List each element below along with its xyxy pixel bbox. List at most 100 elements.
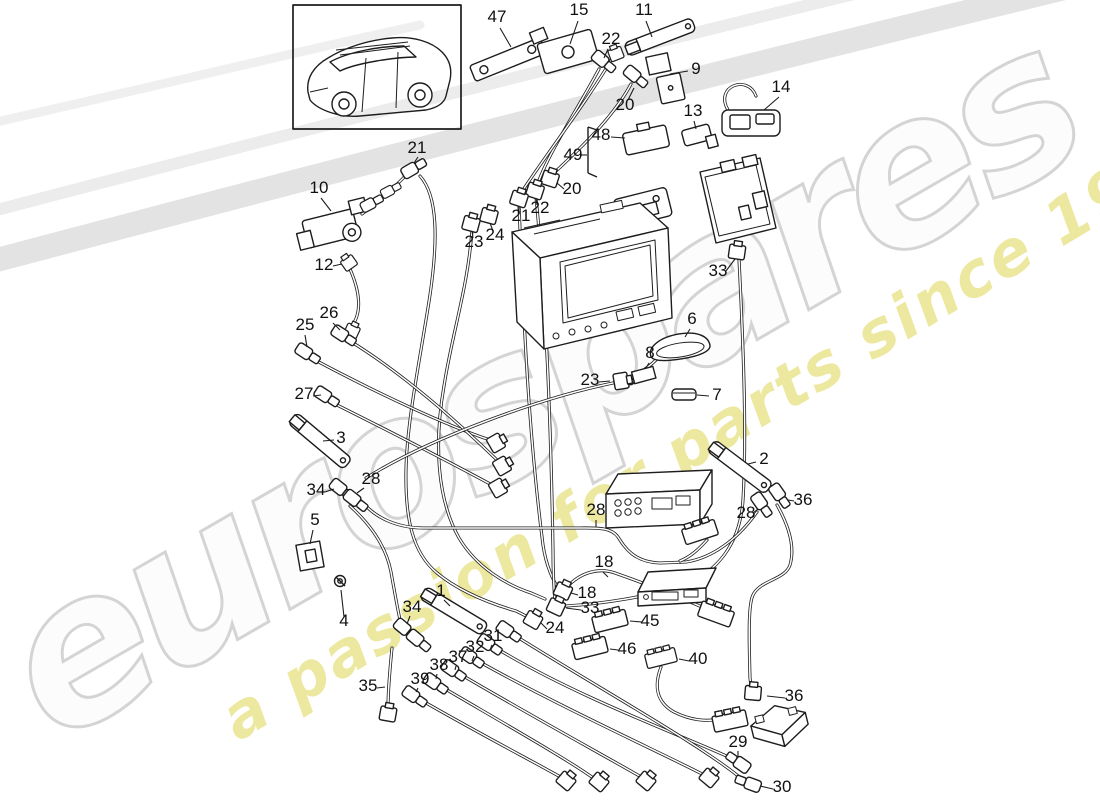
part-40-connector	[642, 643, 679, 670]
callout-leader-8	[645, 362, 650, 369]
callout-label-12: 12	[315, 255, 334, 274]
callout-leader-23	[598, 380, 611, 383]
part-48-module	[622, 121, 670, 156]
callout-leader-39	[415, 687, 419, 693]
callout-leader-22	[535, 197, 538, 206]
connector-36-bottom	[743, 680, 763, 702]
callout-leader-30	[759, 785, 774, 790]
callout-leader-14	[763, 96, 780, 111]
callout-leader-1	[443, 599, 451, 607]
callout-label-6: 6	[687, 309, 696, 328]
callout-label-34: 34	[307, 480, 326, 499]
callout-label-14: 14	[772, 77, 791, 96]
callout-label-47: 47	[488, 7, 507, 26]
part-15-plate	[536, 28, 600, 75]
part-9-bracket	[645, 52, 686, 105]
callout-label-32: 32	[466, 637, 485, 656]
callout-leader-37	[454, 665, 457, 671]
callout-label-18: 18	[578, 583, 597, 602]
callout-label-7: 7	[712, 385, 721, 404]
callout-label-37: 37	[449, 647, 468, 666]
callout-leader-28	[356, 487, 365, 494]
part-40-connector-end	[710, 705, 749, 734]
callout-label-11: 11	[635, 0, 653, 19]
callout-label-49: 49	[564, 145, 583, 164]
callout-label-21: 21	[512, 206, 531, 225]
callout-leader-32	[471, 655, 475, 662]
callout-label-28: 28	[587, 500, 606, 519]
callout-label-4: 4	[339, 611, 348, 630]
callout-label-38: 38	[430, 655, 449, 674]
callout-label-23: 23	[581, 370, 600, 389]
control-unit	[699, 153, 777, 261]
callout-leader-18	[570, 592, 579, 596]
callout-leader-4	[340, 589, 345, 618]
callout-label-21: 21	[408, 138, 427, 157]
callout-label-24: 24	[546, 618, 565, 637]
callout-label-31: 31	[484, 626, 503, 645]
callout-leader-23	[471, 230, 474, 239]
callout-label-25: 25	[296, 315, 315, 334]
callout-label-40: 40	[689, 649, 708, 668]
callout-leader-6	[684, 328, 691, 338]
callout-leader-24	[489, 222, 494, 232]
part-46-connector	[569, 631, 610, 661]
part-10-antenna-base	[295, 180, 403, 251]
watermark-swoosh-2	[0, 0, 855, 216]
connector-30	[733, 772, 763, 794]
callout-leader-46	[609, 648, 619, 651]
part-7-cap	[671, 388, 697, 401]
part-5-bracket	[295, 540, 325, 572]
watermark-swoosh-3	[0, 20, 425, 126]
callout-leader-11	[645, 20, 653, 38]
tuner-box	[605, 469, 713, 529]
callout-leader-22	[603, 48, 609, 59]
callout-leader-35	[376, 686, 386, 689]
callout-leader-5	[309, 529, 314, 545]
cable-end-37	[634, 766, 660, 793]
callout-leader-18	[602, 571, 609, 578]
callout-label-20: 20	[563, 179, 582, 198]
cable-end-32	[697, 763, 723, 790]
part-14-holder	[721, 109, 781, 137]
callout-label-5: 5	[310, 510, 319, 529]
connector-24	[478, 202, 501, 226]
part-49-bracket-line	[587, 126, 598, 178]
callout-label-33: 33	[709, 261, 728, 280]
callout-leader-45	[629, 620, 643, 623]
car-box-frame	[292, 4, 462, 130]
callout-leader-48	[610, 136, 626, 139]
callout-leader-47	[499, 27, 512, 48]
callout-leader-7	[696, 394, 710, 397]
callout-label-8: 8	[645, 343, 654, 362]
diagram-parts	[287, 4, 809, 794]
callout-leader-33	[565, 607, 582, 611]
callout-leader-13	[693, 120, 697, 130]
callout-leader-27	[312, 394, 322, 397]
callout-label-27: 27	[295, 384, 314, 403]
callout-leader-24	[540, 622, 548, 630]
callout-label-15: 15	[570, 0, 589, 19]
callout-label-36: 36	[794, 490, 813, 509]
part-4-screw	[333, 574, 347, 588]
callout-label-39: 39	[411, 669, 430, 688]
connector-25	[293, 341, 323, 367]
callout-leader-36	[787, 499, 795, 502]
callout-label-45: 45	[641, 611, 660, 630]
connector-35	[378, 701, 399, 723]
callout-label-13: 13	[684, 101, 703, 120]
callout-label-23: 23	[465, 232, 484, 251]
watermark-swoosh	[0, 0, 1067, 272]
roof-antenna-6	[649, 332, 711, 362]
callout-label-36: 36	[785, 686, 804, 705]
callout-leader-40	[678, 658, 690, 662]
callout-leader-33	[725, 258, 736, 272]
cable-end-38	[587, 767, 613, 794]
callout-leader-3	[322, 439, 335, 442]
callout-leader-10	[320, 197, 332, 212]
connector-39	[400, 683, 430, 711]
callout-label-9: 9	[691, 59, 700, 78]
